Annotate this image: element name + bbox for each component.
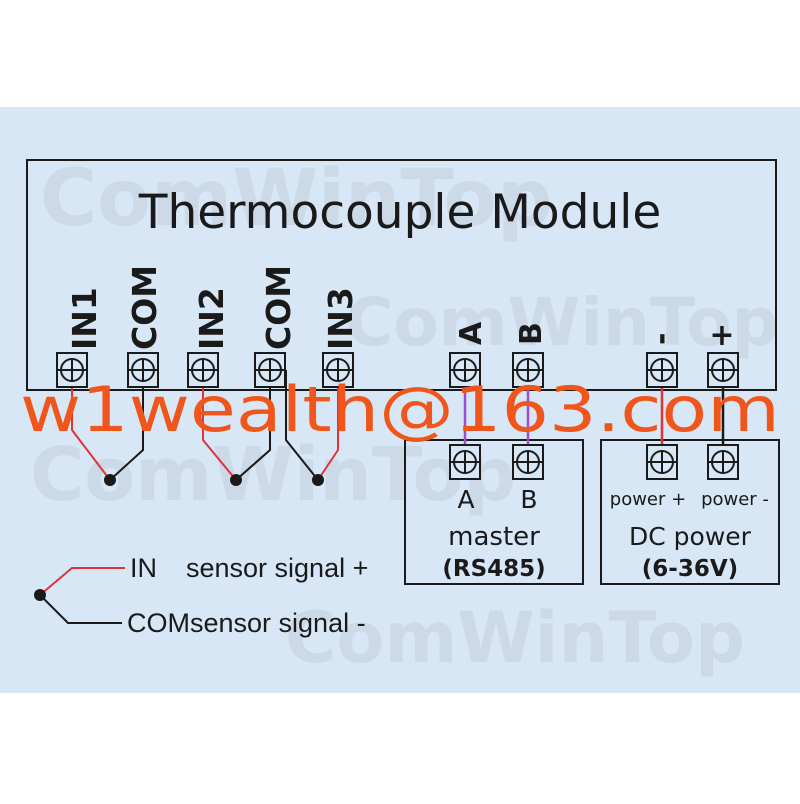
watermark-brand-1: ComWinTop — [40, 154, 553, 244]
power-terminal-plus-label: power + — [610, 489, 686, 510]
screw-terminals — [56, 352, 739, 480]
master-screw-a — [449, 444, 481, 480]
master-label: master — [448, 522, 540, 552]
legend-junction-dot — [34, 589, 46, 601]
watermark-brand-2: ComWinTop — [345, 284, 779, 361]
terminal-label-in2: IN2 — [192, 287, 231, 350]
watermark-brand-4: ComWinTop — [285, 597, 745, 679]
thermocouple-1 — [71, 370, 144, 486]
thermocouple-3 — [285, 370, 339, 486]
diagram-panel — [0, 107, 800, 693]
module-title: Thermocouple Module — [138, 185, 662, 240]
master-box — [404, 439, 584, 585]
screw-terminal-in1 — [56, 352, 88, 388]
screw-terminal-in2 — [187, 352, 219, 388]
thermocouple-2 — [202, 370, 271, 486]
power-range: (6-36V) — [642, 556, 738, 582]
screw-terminal-plus — [707, 352, 739, 388]
junction-dot — [230, 474, 242, 486]
screw-terminal-com1 — [127, 352, 159, 388]
master-screw-b — [512, 444, 544, 480]
master-terminal-a: A — [457, 485, 474, 514]
legend-in-text: sensor signal + — [186, 553, 368, 583]
terminal-label-b: B — [514, 322, 549, 345]
legend-com-label: COM — [127, 608, 190, 638]
screw-terminal-minus — [646, 352, 678, 388]
terminal-label-in1: IN1 — [65, 287, 104, 350]
terminal-label-com1: COM — [125, 265, 164, 350]
screw-terminal-a — [449, 352, 481, 388]
junction-dot — [104, 474, 116, 486]
watermark-email: w1wealth@163.com — [20, 373, 780, 446]
power-label: DC power — [629, 522, 752, 551]
terminal-label-in3: IN3 — [321, 287, 360, 350]
terminal-label-plus: + — [709, 318, 734, 353]
screw-terminal-b — [512, 352, 544, 388]
power-screw-minus — [707, 444, 739, 480]
legend-com-text: sensor signal - — [190, 608, 366, 638]
power-box — [600, 439, 780, 585]
module-box — [26, 159, 777, 391]
wiring-legend: IN sensor signal + COM sensor signal - — [34, 553, 368, 638]
terminal-label-com2: COM — [259, 265, 298, 350]
junction-dot — [312, 474, 324, 486]
master-terminal-b: B — [520, 485, 537, 514]
terminal-label-minus: - — [644, 333, 679, 345]
terminal-label-a: A — [454, 321, 489, 345]
master-protocol: (RS485) — [442, 556, 545, 582]
power-screw-plus — [646, 444, 678, 480]
power-terminal-minus-label: power - — [701, 489, 769, 510]
legend-in-label: IN — [130, 553, 157, 583]
screw-terminal-in3 — [322, 352, 354, 388]
screw-terminal-com2 — [254, 352, 286, 388]
